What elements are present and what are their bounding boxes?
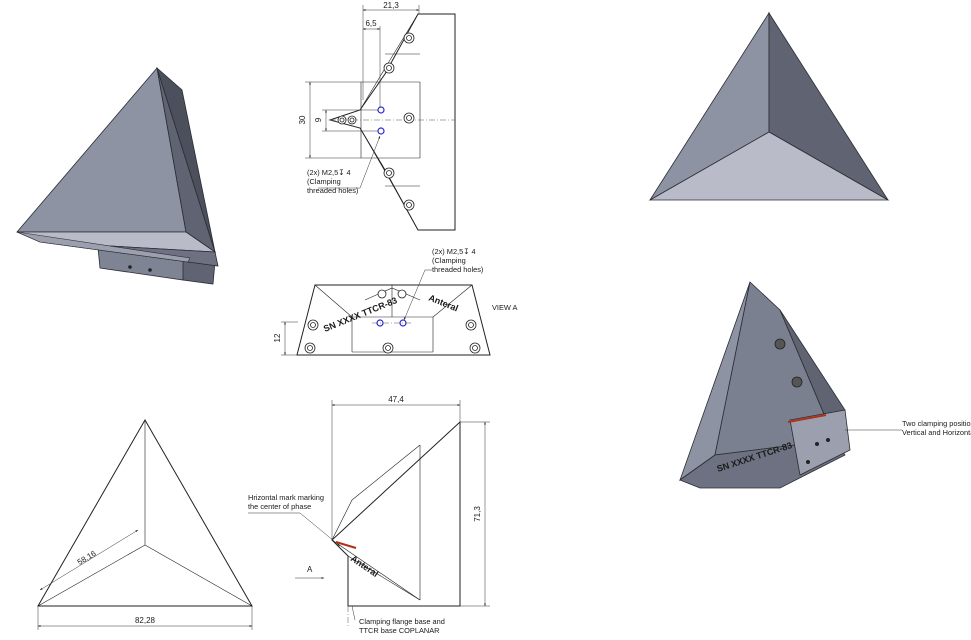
svg-text:threaded holes): threaded holes) — [432, 265, 483, 274]
mounting-holes-view-a — [304, 289, 481, 354]
threaded-holes-top — [377, 106, 385, 135]
iso-view-top-right — [648, 11, 890, 201]
view-arrow-label: A — [307, 565, 313, 574]
threaded-holes-view-a — [372, 319, 412, 327]
dim-top-height: 30 — [298, 115, 307, 124]
iso-view-bottom-right: SN XXXX TTCR-83 Two clamping positions: … — [679, 281, 971, 489]
svg-text:Hrizontal mark marking: Hrizontal mark marking — [248, 493, 324, 502]
svg-text:(2x) M2,5↧ 4: (2x) M2,5↧ 4 — [432, 247, 476, 256]
engraving-brand-side: Anteral — [349, 553, 380, 579]
dim-side-height: 71,3 — [473, 506, 482, 522]
engraving-brand-view-a: Anteral — [427, 293, 460, 314]
svg-text:Vertical and Horizontal: Vertical and Horizontal — [902, 428, 971, 437]
svg-text:the center of phase: the center of phase — [248, 502, 311, 511]
note-horizontal-mark: Hrizontal mark marking the center of pha… — [248, 493, 324, 511]
dim-front-inner: 58,16 — [76, 549, 98, 567]
view-a-label: VIEW A — [492, 303, 518, 312]
front-view-triangle: 58,16 82,28 — [37, 418, 253, 630]
dim-top-offset: 6,5 — [365, 19, 377, 28]
note-clamping-positions: Two clamping positions: Vertical and Hor… — [902, 419, 971, 437]
note-threaded-holes-top: (2x) M2,5↧ 4 (Clamping threaded holes) — [307, 168, 358, 195]
svg-text:(Clamping: (Clamping — [307, 177, 341, 186]
svg-text:threaded holes): threaded holes) — [307, 186, 358, 195]
top-view: 21,3 6,5 30 9 (2x) M2,5↧ 4 (Clamping thr… — [298, 1, 456, 231]
dim-view-a-height: 12 — [273, 333, 282, 342]
dim-top-width: 21,3 — [383, 1, 399, 10]
svg-text:Two clamping positions:: Two clamping positions: — [902, 419, 971, 428]
view-a: SN XXXX TTCR-83 Anteral 12 (2x) M2,5↧ 4 … — [273, 247, 518, 356]
dim-side-width: 47,4 — [388, 395, 404, 404]
note-threaded-holes-view-a: (2x) M2,5↧ 4 (Clamping threaded holes) — [432, 247, 483, 274]
svg-text:(2x) M2,5↧ 4: (2x) M2,5↧ 4 — [307, 168, 351, 177]
note-coplanar: Clamping flange base and TTCR base COPLA… — [359, 617, 445, 635]
side-view: Anteral 47,4 71,3 Hrizontal mark marking… — [248, 395, 490, 635]
dim-front-width: 82,28 — [135, 616, 156, 625]
dim-hole-spacing: 9 — [314, 117, 323, 122]
svg-text:Clamping flange base and: Clamping flange base and — [359, 617, 445, 626]
mounting-holes-top — [337, 32, 415, 211]
svg-text:(Clamping: (Clamping — [432, 256, 466, 265]
iso-view-top-left — [16, 66, 219, 285]
svg-text:TTCR base COPLANAR: TTCR base COPLANAR — [359, 626, 440, 635]
